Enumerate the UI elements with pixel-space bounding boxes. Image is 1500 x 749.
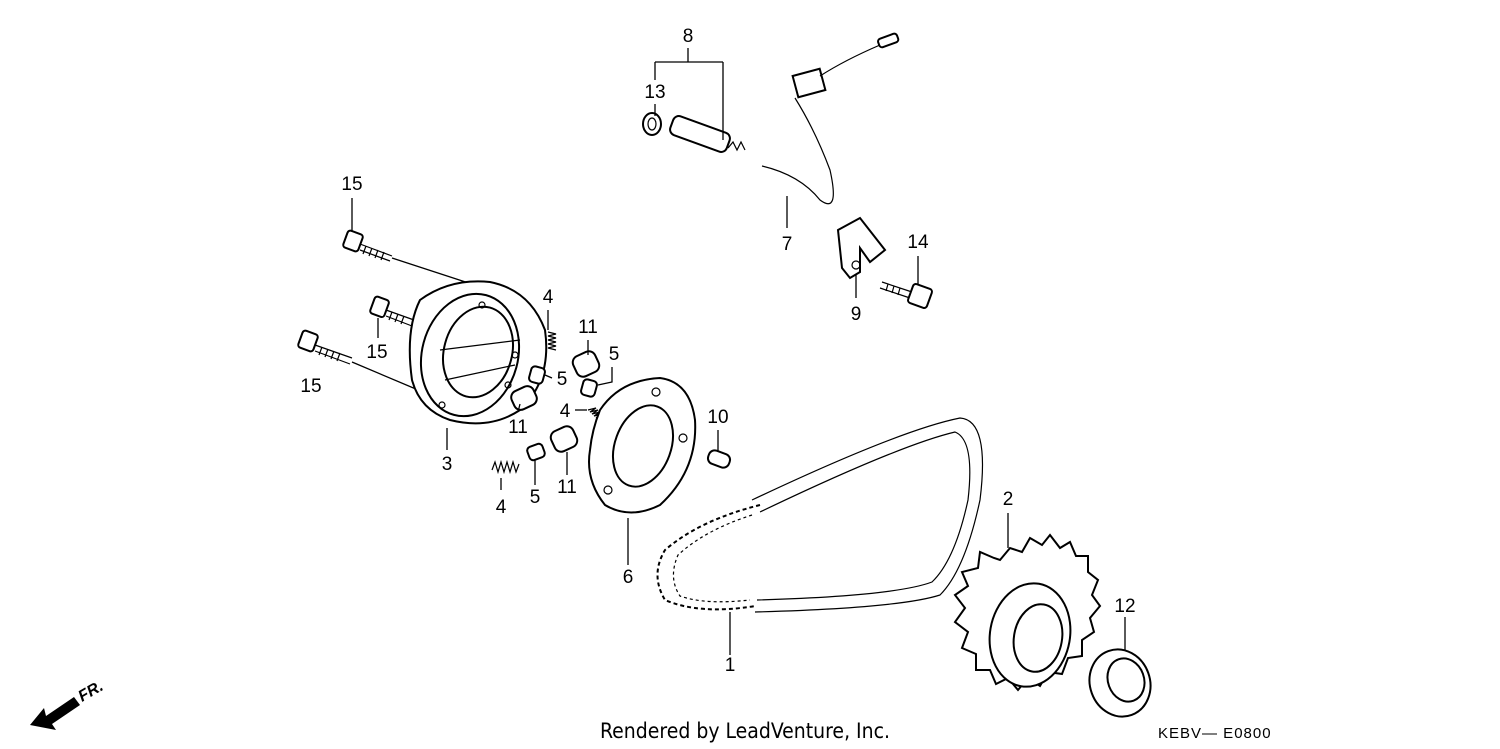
bolt-15-middle[interactable] <box>369 295 415 327</box>
callout-11-left[interactable]: 11 <box>508 417 528 438</box>
callout-4-middle[interactable]: 4 <box>560 401 571 422</box>
front-arrow-icon: FR. <box>30 678 106 730</box>
wire-clamp-9[interactable] <box>836 216 887 280</box>
callout-4-top[interactable]: 4 <box>543 287 554 308</box>
drive-chain-1[interactable] <box>656 417 984 613</box>
render-credit: Rendered by LeadVenture, Inc. <box>600 719 890 743</box>
callout-15-middle[interactable]: 15 <box>366 342 387 363</box>
roller-11b[interactable] <box>509 384 539 412</box>
callout-3[interactable]: 3 <box>442 454 453 475</box>
callout-8[interactable]: 8 <box>683 26 694 47</box>
washer-13[interactable] <box>642 112 662 136</box>
callout-15-top[interactable]: 15 <box>341 174 362 195</box>
pin-10[interactable] <box>706 449 732 470</box>
callout-1[interactable]: 1 <box>725 655 736 676</box>
callout-9[interactable]: 9 <box>851 304 862 325</box>
cap-5c[interactable] <box>526 442 546 462</box>
callout-4-bottom[interactable]: 4 <box>496 497 507 518</box>
callout-5-bottom[interactable]: 5 <box>530 487 541 508</box>
callout-12[interactable]: 12 <box>1114 596 1135 617</box>
callout-15-bottom[interactable]: 15 <box>300 376 321 397</box>
callout-14[interactable]: 14 <box>907 232 929 253</box>
roller-11a[interactable] <box>570 349 601 379</box>
callout-13[interactable]: 13 <box>644 82 665 103</box>
bolt-15-top[interactable] <box>342 229 393 262</box>
roller-11c[interactable] <box>548 424 579 454</box>
callout-11-top[interactable]: 11 <box>578 317 598 338</box>
callout-2[interactable]: 2 <box>1003 489 1014 510</box>
spring-4c[interactable] <box>491 459 520 475</box>
cap-5a[interactable] <box>528 365 546 385</box>
bolt-14[interactable] <box>879 281 933 309</box>
drive-sprocket-2[interactable] <box>953 533 1102 693</box>
callout-7[interactable]: 7 <box>782 234 793 255</box>
oil-seal-12[interactable] <box>1080 641 1160 725</box>
diagram-code: KEBV— E0800 <box>1158 725 1272 742</box>
clutch-outer-3[interactable] <box>408 280 548 427</box>
front-label: FR. <box>76 678 107 706</box>
switch-wire-7[interactable] <box>761 32 900 205</box>
callout-5-right[interactable]: 5 <box>609 344 620 365</box>
spring-4a[interactable] <box>547 331 557 351</box>
clutch-plate-6[interactable] <box>588 376 697 514</box>
callout-5-middle[interactable]: 5 <box>557 369 568 390</box>
callout-6[interactable]: 6 <box>623 567 634 588</box>
cap-5b[interactable] <box>580 378 598 398</box>
neutral-switch-8[interactable] <box>668 114 746 153</box>
bolt-15-bottom[interactable] <box>297 329 353 365</box>
callout-10[interactable]: 10 <box>707 407 728 428</box>
callout-11-bottom[interactable]: 11 <box>557 477 577 498</box>
